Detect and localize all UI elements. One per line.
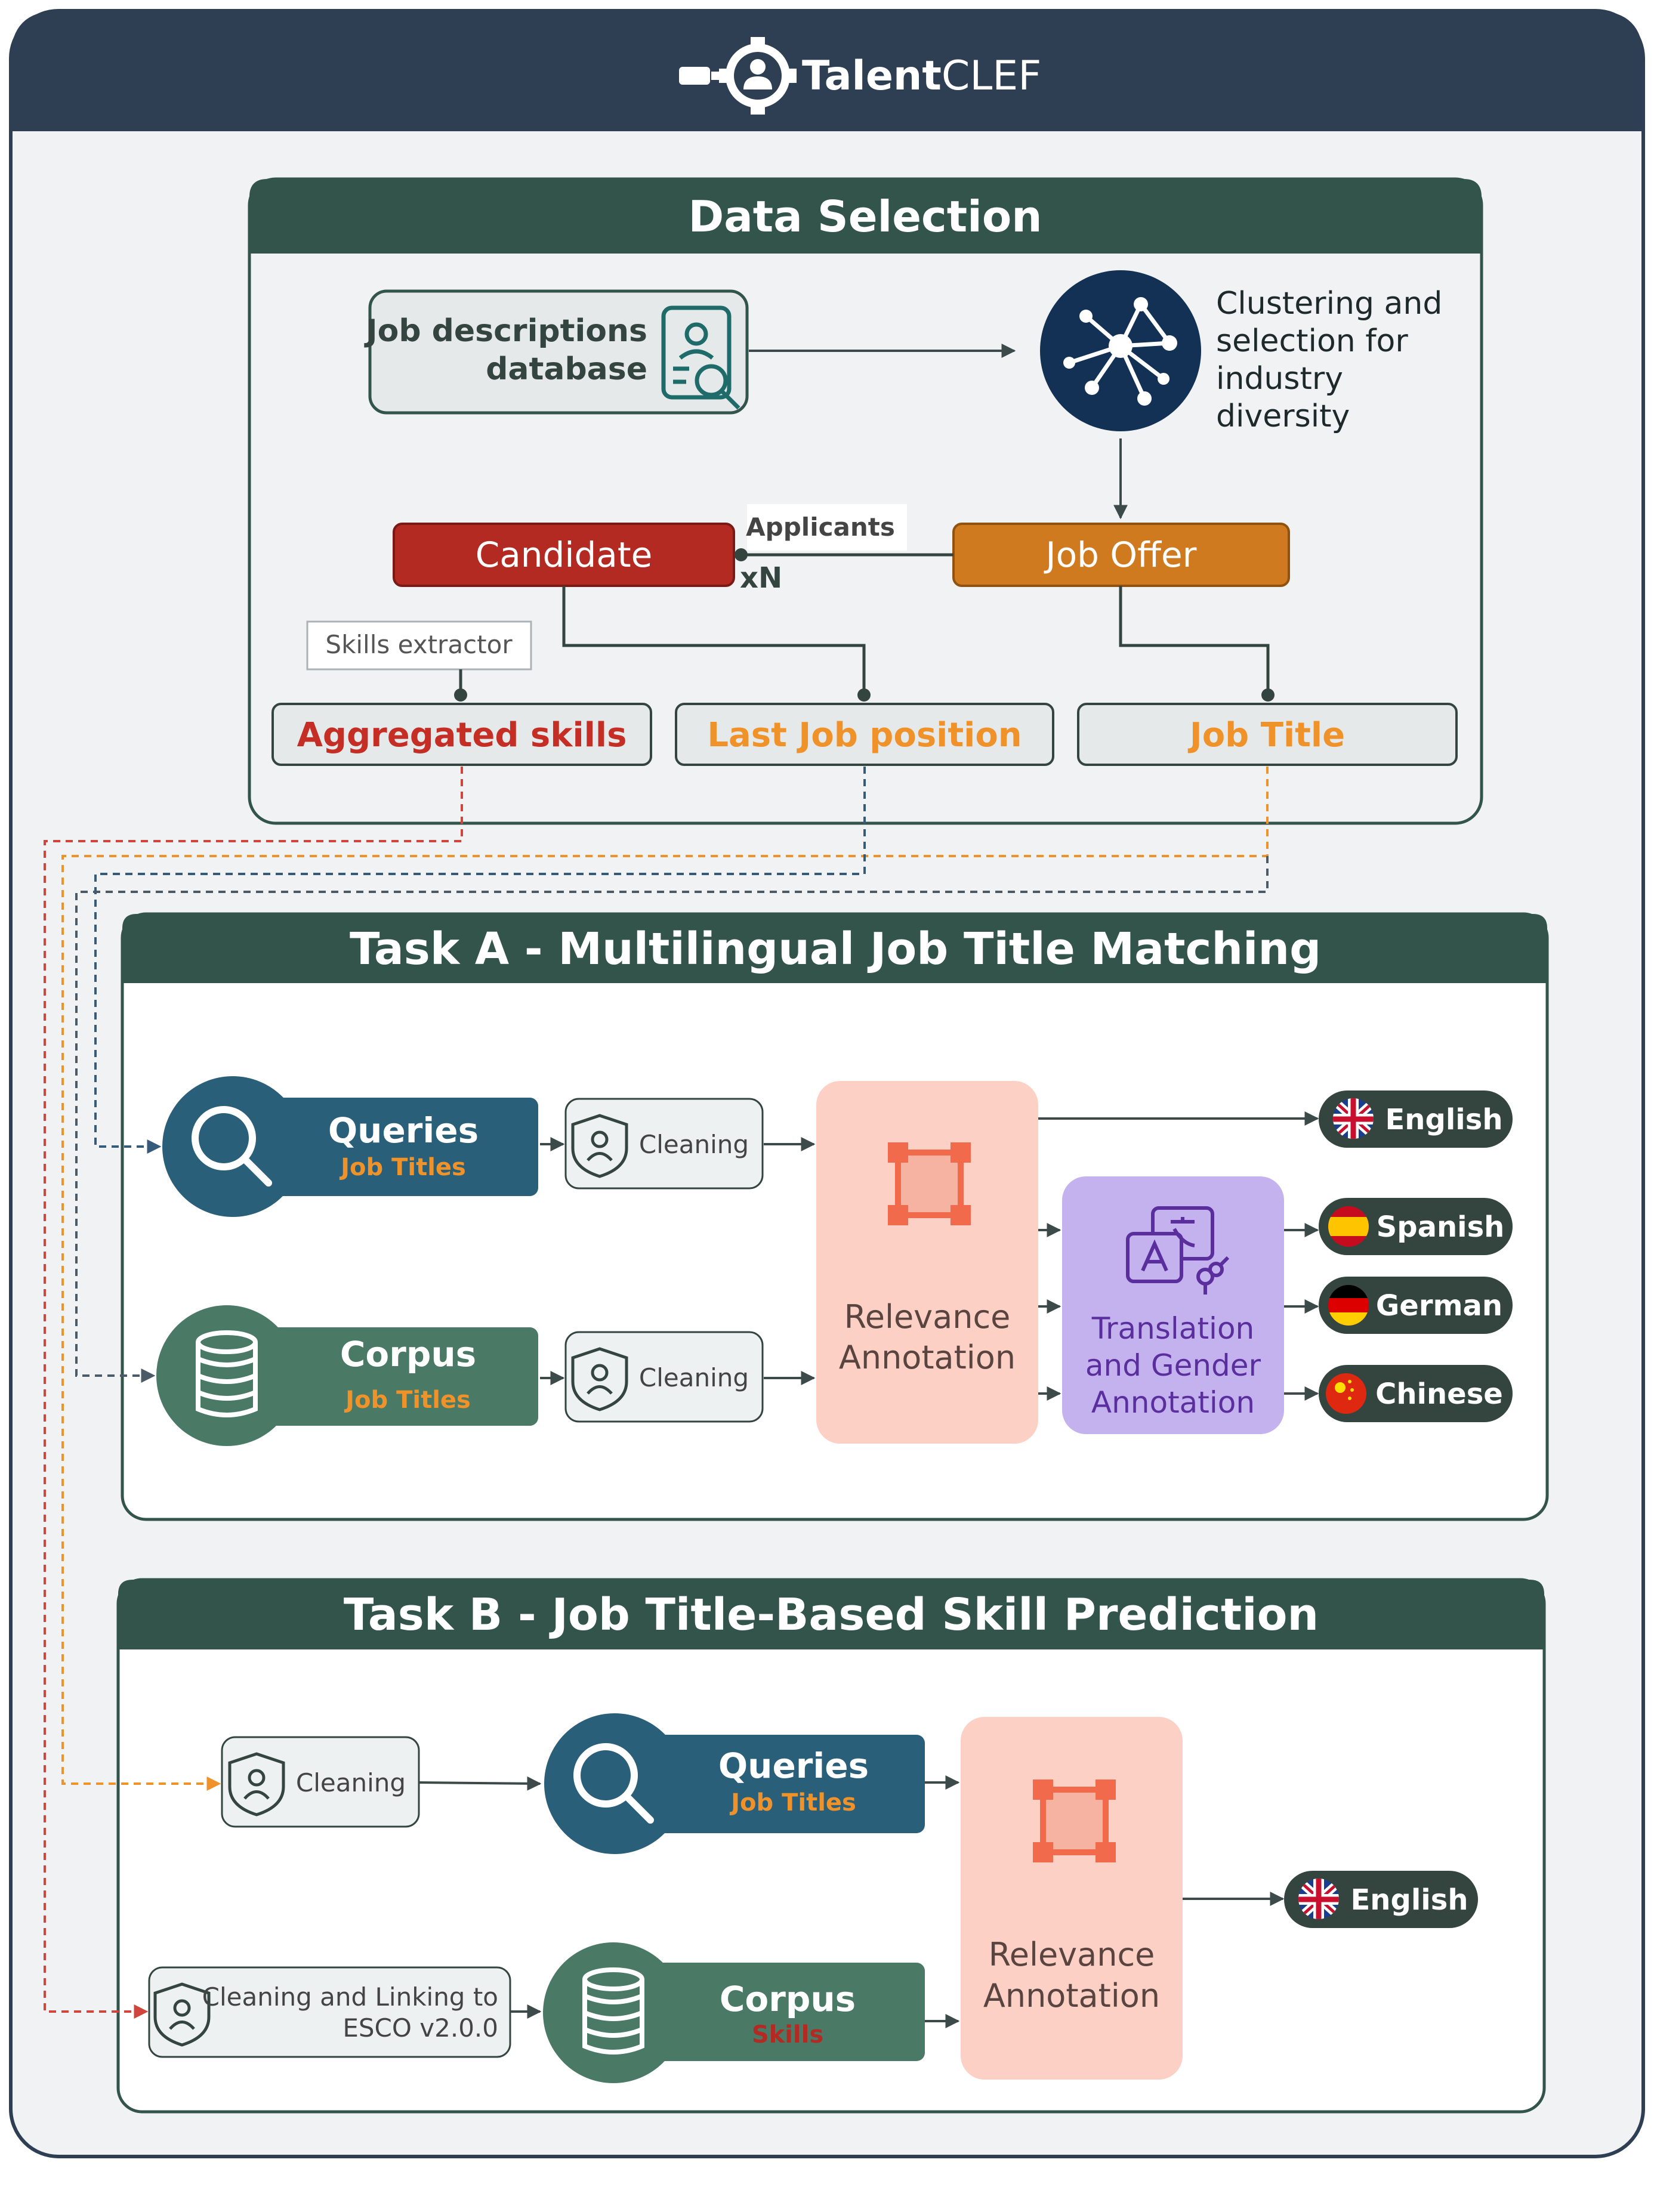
china-flag-icon bbox=[1326, 1373, 1366, 1414]
lastjob-route-line bbox=[94, 767, 866, 1154]
aggregated-skills-box bbox=[271, 703, 652, 766]
last-job-position-box bbox=[675, 703, 1054, 766]
bounding-box-icon bbox=[888, 1142, 971, 1225]
task-a-queries-sub: Job Titles bbox=[339, 1154, 466, 1181]
shield-user-icon bbox=[228, 1752, 285, 1816]
svg-text:German: German bbox=[1376, 1289, 1502, 1323]
svg-text:English: English bbox=[1385, 1103, 1503, 1136]
job-title-box bbox=[1077, 703, 1458, 766]
language-pill-english: English bbox=[1319, 1090, 1513, 1148]
data-selection-title: Data Selection bbox=[688, 191, 1042, 242]
job-db-label-1: Job descriptions bbox=[364, 313, 647, 349]
brand-name-bold: Talent bbox=[802, 52, 942, 100]
svg-text:Relevance: Relevance bbox=[989, 1936, 1155, 1973]
task-a-relevance-annotation: Relevance Annotation bbox=[816, 1081, 1038, 1444]
language-pill-german: German bbox=[1319, 1277, 1513, 1334]
aggregated-skills-label: Aggregated skills bbox=[297, 716, 627, 755]
brand-name-light: CLEF bbox=[942, 52, 1041, 100]
task-b-corpus-label: Corpus bbox=[720, 1979, 856, 2019]
multiplicity-label: xN bbox=[740, 561, 782, 595]
spain-flag-icon bbox=[1328, 1206, 1369, 1247]
task-b-title: Task B - Job Title-Based Skill Predictio… bbox=[344, 1589, 1319, 1641]
skills-extractor-label: Skills extractor bbox=[325, 630, 513, 659]
task-a-corpus-sub: Job Titles bbox=[344, 1386, 471, 1414]
task-b-queries-node: Queries Job Titles bbox=[544, 1713, 925, 1854]
data-selection-section: Data Selection Job descriptions database bbox=[248, 177, 1483, 825]
task-a-queries-node: Queries Job Titles bbox=[162, 1076, 538, 1217]
task-b-section: Task B - Job Title-Based Skill Predictio… bbox=[116, 1578, 1546, 2114]
task-b-cleaning: Cleaning bbox=[221, 1736, 420, 1828]
svg-text:Annotation: Annotation bbox=[983, 1977, 1160, 2015]
svg-text:Clustering and: Clustering and bbox=[1216, 286, 1442, 322]
clustering-label: Clustering and selection for industry di… bbox=[1216, 286, 1442, 434]
svg-text:selection for: selection for bbox=[1216, 323, 1408, 359]
shield-user-icon bbox=[571, 1347, 628, 1411]
task-b-queries-label: Queries bbox=[718, 1745, 869, 1786]
candidate-label: Candidate bbox=[476, 535, 653, 575]
database-icon bbox=[582, 1967, 644, 2055]
svg-text:diversity: diversity bbox=[1216, 398, 1350, 434]
task-b-flow-arrows bbox=[419, 1775, 1285, 2028]
jobtitle-route-line bbox=[61, 767, 1269, 1791]
task-b-relevance-annotation: Relevance Annotation bbox=[961, 1717, 1183, 2080]
svg-text:ESCO v2.0.0: ESCO v2.0.0 bbox=[342, 2013, 498, 2043]
svg-text:Cleaning: Cleaning bbox=[296, 1768, 406, 1797]
task-a-corpus-label: Corpus bbox=[340, 1334, 476, 1374]
svg-text:industry: industry bbox=[1216, 361, 1343, 397]
translate-gender-icon bbox=[1126, 1206, 1230, 1295]
task-b-corpus-node: Corpus Skills bbox=[543, 1942, 925, 2083]
clustering-network-icon bbox=[1040, 270, 1201, 431]
germany-flag-icon bbox=[1328, 1285, 1369, 1326]
svg-text:Annotation: Annotation bbox=[839, 1339, 1016, 1376]
task-a-cleaning-top: Cleaning bbox=[564, 1098, 764, 1190]
database-icon bbox=[196, 1330, 258, 1417]
svg-text:Chinese: Chinese bbox=[1375, 1377, 1503, 1411]
document-search-icon bbox=[661, 305, 740, 410]
job-db-label-2: database bbox=[486, 351, 647, 387]
skills-extractor-tag bbox=[306, 620, 532, 671]
svg-text:English: English bbox=[1351, 1883, 1468, 1917]
bounding-box-icon bbox=[1033, 1780, 1116, 1862]
task-b-language-pill-english: English bbox=[1284, 1871, 1478, 1928]
shield-user-icon bbox=[571, 1114, 628, 1178]
logo-key-icon bbox=[679, 67, 710, 85]
job-title-label: Job Title bbox=[1187, 716, 1345, 755]
task-a-translation-annotation: Translation and Gender Annotation bbox=[1062, 1176, 1284, 1434]
routing-lines bbox=[44, 767, 1269, 2019]
task-b-corpus-sub: Skills bbox=[752, 2021, 823, 2049]
magnifier-icon bbox=[192, 1106, 272, 1187]
task-a-cleaning-bottom: Cleaning bbox=[564, 1331, 764, 1423]
task-b-queries-sub: Job Titles bbox=[729, 1789, 856, 1816]
shield-user-icon bbox=[153, 1982, 211, 2047]
svg-text:Translation: Translation bbox=[1091, 1311, 1254, 1346]
magnifier-icon bbox=[573, 1743, 654, 1824]
task-a-title: Task A - Multilingual Job Title Matching bbox=[350, 923, 1321, 975]
svg-text:and Gender: and Gender bbox=[1085, 1348, 1261, 1383]
task-a-section: Task A - Multilingual Job Title Matching… bbox=[121, 912, 1549, 1521]
uk-flag-icon bbox=[1333, 1098, 1374, 1139]
brand-header bbox=[11, 11, 1643, 131]
job-descriptions-database: Job descriptions database bbox=[364, 289, 749, 415]
task-a-corpus-node: Corpus Job Titles bbox=[156, 1305, 538, 1446]
svg-text:Spanish: Spanish bbox=[1377, 1210, 1505, 1244]
job-offer-label: Job Offer bbox=[1044, 535, 1197, 575]
svg-text:Cleaning: Cleaning bbox=[639, 1130, 749, 1159]
svg-text:TalentCLEF: TalentCLEF bbox=[802, 52, 1041, 100]
svg-text:Relevance: Relevance bbox=[844, 1298, 1011, 1336]
task-b-cleaning-linking: Cleaning and Linking to ESCO v2.0.0 bbox=[148, 1966, 511, 2058]
skills-route-line bbox=[44, 767, 463, 2019]
task-a-queries-label: Queries bbox=[328, 1110, 479, 1151]
talentclef-logo: TalentCLEF bbox=[679, 37, 1041, 115]
language-pill-chinese: Chinese bbox=[1319, 1365, 1513, 1422]
applicants-tag bbox=[747, 504, 907, 551]
language-pill-spanish: Spanish bbox=[1319, 1198, 1513, 1255]
last-job-position-label: Last Job position bbox=[707, 716, 1022, 755]
svg-text:Cleaning: Cleaning bbox=[639, 1363, 749, 1392]
task-a-flow-arrows bbox=[540, 1111, 1319, 1401]
svg-text:Annotation: Annotation bbox=[1091, 1385, 1255, 1420]
applicants-label: Applicants bbox=[746, 512, 895, 542]
svg-text:Cleaning and Linking to: Cleaning and Linking to bbox=[202, 1982, 498, 2012]
